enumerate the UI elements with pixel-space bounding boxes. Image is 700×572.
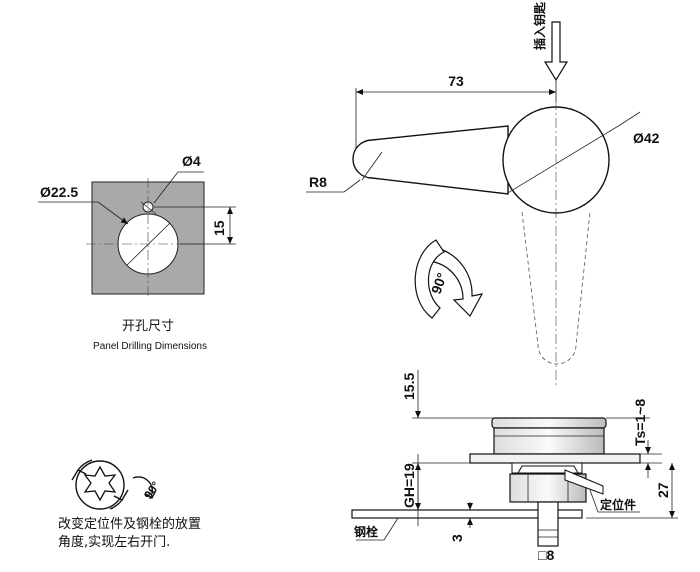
insert-key-label: 插入钥匙	[532, 1, 547, 50]
locator-piece	[564, 469, 604, 495]
lock-side-view: 15.5 Ts=1~8 27 GH=19	[351, 370, 678, 563]
rotate-90-arrow	[132, 476, 154, 495]
pin-diameter-label: Ø4	[182, 153, 201, 169]
knob-cap	[491, 417, 607, 429]
note-rotation-label: 90°	[141, 479, 163, 502]
gh-label: GH=19	[401, 463, 417, 508]
note-line-2: 角度,实现左右开门.	[58, 534, 170, 550]
panel-title-en: Panel Drilling Dimensions	[93, 341, 207, 352]
insert-key-arrow	[543, 21, 569, 82]
ts-range-label: Ts=1~8	[632, 399, 648, 446]
total-height-label: 27	[655, 482, 671, 498]
radius-label: R8	[309, 174, 327, 190]
star-cam-icon	[83, 465, 117, 502]
rotated-lever-outline	[521, 211, 591, 365]
height-top-label: 15.5	[401, 373, 417, 400]
door-direction-note: 90° 改变定位件及钢栓的放置 角度,实现左右开门.	[58, 459, 201, 550]
cam-bar-label: 钢栓	[354, 524, 378, 539]
hole-diameter-label: Ø22.5	[40, 184, 78, 200]
panel-plate	[469, 453, 641, 464]
locator-label: 定位件	[600, 497, 636, 512]
rotation-arrow	[433, 247, 484, 317]
square-drive-label: □8	[538, 547, 554, 563]
panel-drilling-view: Ø22.5 Ø4 15 开孔尺寸 Panel Drilling Dimensio…	[38, 153, 236, 352]
rotation-angle-label: 90°	[428, 271, 450, 296]
thickness-label: 3	[449, 534, 465, 542]
handle-lever	[352, 125, 509, 195]
panel-title-cn: 开孔尺寸	[122, 319, 174, 334]
knob-diameter-label: Ø42	[633, 130, 660, 146]
note-line-1: 改变定位件及钢栓的放置	[58, 516, 201, 532]
knob-body	[493, 427, 605, 455]
spindle	[537, 501, 559, 547]
offset-dimension-label: 15	[211, 220, 227, 236]
handle-length-label: 73	[448, 73, 464, 89]
handle-top-view: 插入钥匙 73 Ø42 R8 90°	[306, 1, 660, 388]
